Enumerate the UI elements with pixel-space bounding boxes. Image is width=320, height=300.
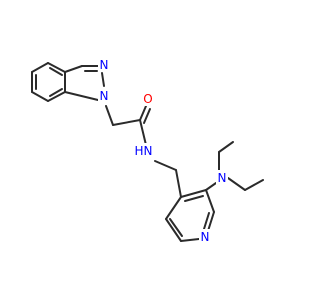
bond [139, 119, 147, 146]
bond [205, 189, 215, 213]
atom-label-n: N [201, 230, 210, 244]
bond [180, 238, 200, 242]
atom-n-pyridine: N [199, 229, 211, 244]
bond-double [49, 67, 63, 76]
atom-layer: N N O N H N N [98, 57, 228, 244]
bond [105, 105, 114, 126]
bond-double [49, 88, 63, 97]
atom-label-o: O [143, 92, 152, 106]
atom-label-n: N [144, 144, 153, 158]
bond [180, 189, 207, 198]
bond-double [169, 218, 183, 237]
atom-label-h: H [134, 144, 143, 158]
atom-n-diethylamino: N [216, 170, 228, 185]
bond [31, 91, 49, 102]
bond [227, 177, 246, 191]
bond [47, 62, 66, 73]
bond [165, 218, 182, 242]
bond [207, 211, 215, 232]
atom-n-indazole-1: N [98, 89, 110, 104]
bond [143, 108, 151, 124]
bond [165, 196, 182, 220]
bond [112, 119, 141, 126]
bond [244, 179, 264, 191]
chemical-structure: N N O N H N N [31, 57, 264, 244]
bond-double [203, 212, 210, 230]
bond-double [184, 195, 204, 202]
bond [154, 160, 177, 171]
bond [175, 169, 182, 198]
atom-label-n: N [100, 58, 109, 72]
bond [64, 91, 99, 101]
bond-double [139, 105, 147, 121]
bond [64, 65, 83, 73]
bond [205, 182, 217, 191]
atom-o-carbonyl: O [142, 91, 155, 106]
atom-label-n: N [100, 89, 109, 103]
bond [47, 91, 66, 102]
bond [101, 72, 105, 87]
atom-n-amide: N H [134, 143, 154, 158]
atom-label-n: N [218, 171, 227, 185]
bond [218, 141, 234, 153]
atom-n-indazole-2: N [98, 57, 110, 72]
bond [31, 62, 49, 73]
bond-layer [31, 62, 264, 242]
